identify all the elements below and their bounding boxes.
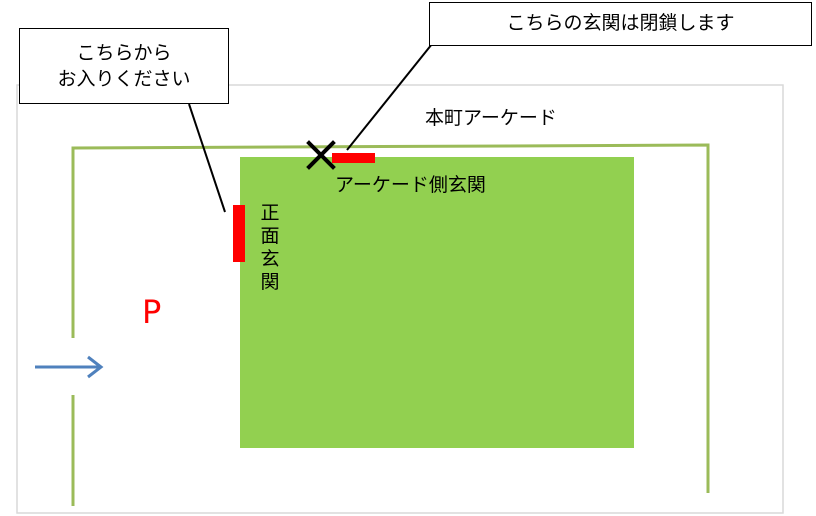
front-entrance-mark [233,205,245,262]
front-entrance-char: 面 [260,225,280,247]
street-label: 本町アーケード [425,107,557,129]
callout-enter-line2: お入りください [57,68,191,90]
front-entrance-char: 玄 [260,248,280,270]
callout-enter-here: こちらから お入りください [19,28,229,104]
front-entrance-char: 正 [260,202,280,224]
callout-closed: こちらの玄関は閉鎖します [429,2,812,46]
parking-label: P [142,293,162,331]
building [240,157,634,448]
front-entrance-label: 正 面 玄 関 [258,202,282,294]
callout-enter-line1: こちらから [76,42,172,64]
front-entrance-char: 関 [260,271,280,293]
arcade-entrance-label: アーケード側玄関 [335,174,486,196]
right-arrow-icon [35,355,104,379]
callout-closed-text: こちらの玄関は閉鎖します [506,12,735,34]
lot-outline [71,143,710,493]
callout-leader-enter [188,103,226,213]
callout-leader-closed [346,43,433,151]
x-cross-icon [306,140,336,170]
arcade-entrance-mark [332,153,375,163]
